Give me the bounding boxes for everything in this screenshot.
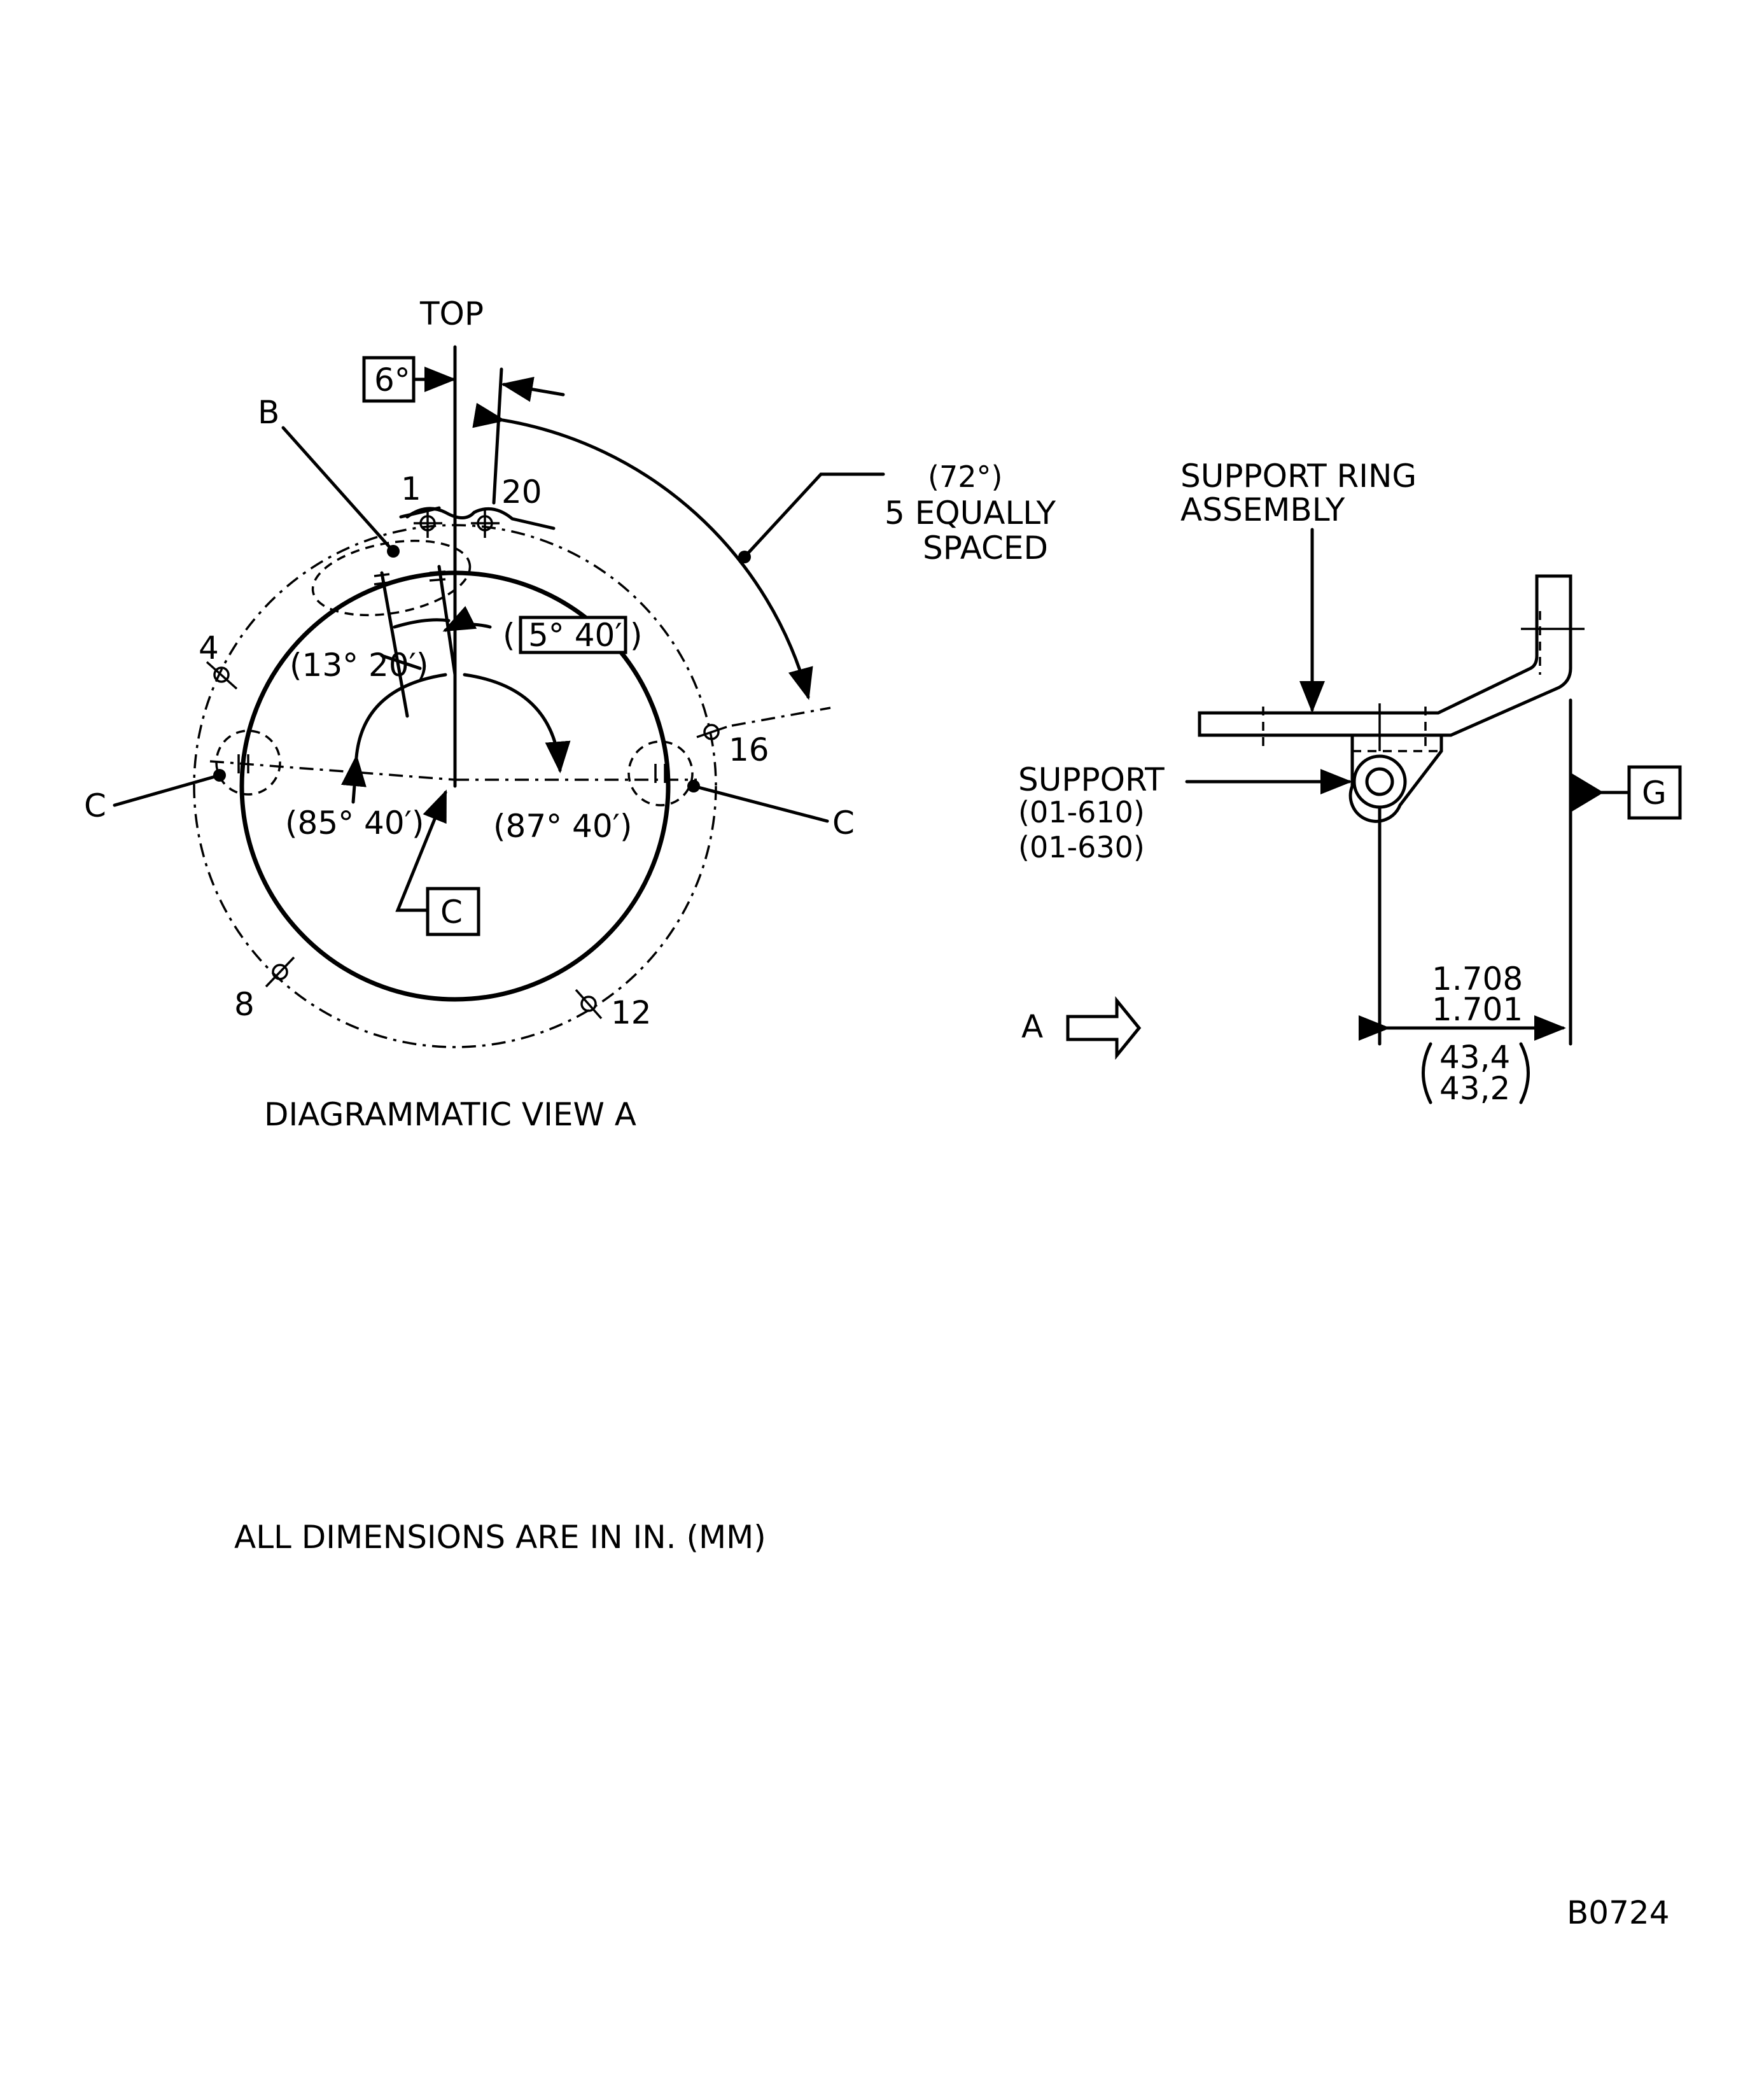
arc-85-40 [340,673,447,787]
angle-87-40-label: (87° 40′) [493,808,633,845]
c-right-dot [687,780,700,792]
dim-in-max: 1.708 [1432,961,1523,997]
left-c-detail-circle [215,729,281,796]
hole-4-label: 4 [199,630,219,666]
dim-mm-paren-left [1422,1042,1432,1104]
dimension-note: ALL DIMENSIONS ARE IN IN. (MM) [234,1519,766,1556]
diagrammatic-view-a: TOP 6° [84,295,1056,1133]
paren-open-5-40: ( [503,617,515,654]
tick-a [374,573,390,577]
b-leader-dot [387,545,400,558]
tilted-reference-line [492,367,503,505]
part-number-1: (01-610) [1018,795,1145,829]
top-bracket-left [399,506,441,519]
datum-g-label: G [1642,775,1667,812]
tick-b [374,581,390,586]
inner-ring-circle [239,570,671,1002]
right-c-detail-circle [627,740,694,806]
dim-mm-paren-right [1519,1042,1530,1104]
datum-g-triangle [1572,773,1604,812]
figure-id: B0724 [1567,1894,1670,1931]
angle-6-label: 6° [374,362,410,398]
angle-6-arrow-right [501,376,565,402]
arc-5-40 [442,605,492,632]
left-c-line [209,760,456,781]
dim-mm-min: 43,2 [1439,1070,1510,1107]
hole-20-label: 20 [501,474,542,510]
angle-85-40-label: (85° 40′) [285,805,424,841]
spacing-line1: 5 EQUALLY [885,495,1056,532]
hole-16-label: 16 [729,731,769,768]
view-a-caption: DIAGRAMMATIC VIEW A [264,1096,636,1133]
assembly-line2: ASSEMBLY [1180,491,1345,528]
top-label: TOP [419,295,484,332]
hole-12 [575,989,603,1020]
support-bracket [1348,733,1443,823]
angle-5-40-label: 5° 40′ [528,617,622,654]
arc-87-40 [463,673,571,773]
view-a-arrow-icon [1066,996,1142,1060]
b-leader [281,426,395,553]
tick-d [429,578,446,582]
datum-c-box [426,887,480,936]
c-left-dot [213,769,226,782]
spacing-line2: SPACED [923,530,1048,567]
label-b: B [258,394,279,431]
spacing-leader-dot [738,551,751,563]
hole-16 [696,724,727,740]
hole-8-label: 8 [234,986,255,1023]
arc-72-spacing [472,402,813,700]
arc-85-40-extension [351,759,358,804]
hole-1 [414,509,442,538]
arc-13-20-end [380,654,422,670]
hole-12-label: 12 [611,994,652,1031]
dim-mm-max: 43,4 [1439,1039,1510,1076]
hole-4 [206,661,238,690]
angle-13-20-label: (13° 20′) [290,647,429,684]
hole-8 [265,956,295,988]
c-left-leader [113,773,221,807]
spacing-angle: (72°) [928,460,1002,494]
view-arrow-label: A [1021,1008,1043,1045]
paren-close-5-40: ) [630,617,643,654]
support-bushing-inner [1365,767,1394,796]
tick-c [429,570,446,574]
spacing-leader [743,472,885,559]
spacing-ref-line [731,707,831,727]
datum-c-label: C [440,894,463,931]
assembly-line1: SUPPORT RING [1180,458,1417,495]
support-bushing-outer [1352,754,1407,809]
label-c-right: C [832,805,855,841]
c-right-leader [692,784,829,823]
label-c-left: C [84,787,106,824]
hole-1-label: 1 [401,470,421,507]
datum-c-leader [395,789,447,912]
ring-profile [1198,574,1572,737]
part-number-2: (01-630) [1018,830,1145,864]
line-13-20 [380,571,409,718]
datum-g-box [1627,765,1682,820]
support-label: SUPPORT [1018,761,1165,798]
support-detail-view: SUPPORT RING ASSEMBLY SUPPORT (01-610) (… [1018,458,1682,1107]
dim-in-min: 1.701 [1432,991,1523,1028]
bolt-circle [193,524,717,1048]
arc-13-20 [393,618,451,629]
